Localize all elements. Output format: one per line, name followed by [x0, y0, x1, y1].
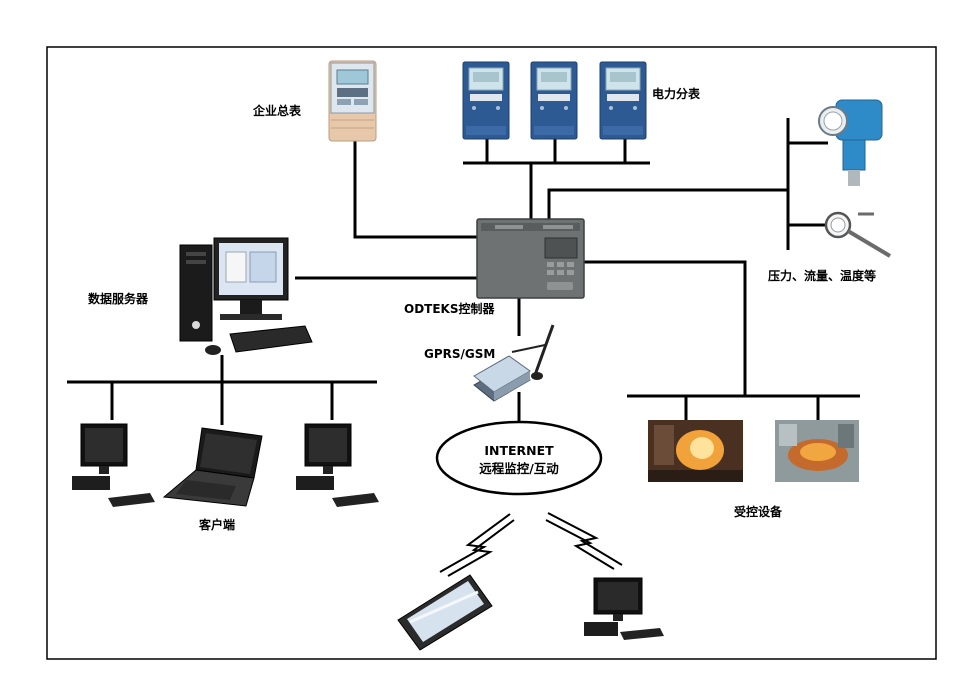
thermometer-icon [824, 211, 892, 258]
desktop-pc-icon [584, 577, 664, 640]
gprs-modem-icon [473, 324, 555, 402]
connection-lines [67, 118, 860, 425]
server-pc-icon [179, 237, 313, 355]
power-meter-icon [530, 61, 578, 140]
wireless-link-phone [439, 513, 511, 573]
internet-subtitle: 远程监控/互动 [479, 461, 559, 476]
controlled-devices-label: 受控设备 [734, 504, 783, 519]
controller-label: ODTEKS控制器 [404, 301, 495, 316]
power-meter-icon [462, 61, 510, 140]
meter-icon [328, 60, 377, 142]
wire-controlled-devices [584, 260, 747, 396]
gprs-label: GPRS/GSM [424, 347, 495, 361]
wireless-link-pc [547, 512, 623, 566]
wire-sensor-controller [547, 188, 788, 219]
controller-icon [476, 218, 585, 299]
power-meters-label: 电力分表 [652, 86, 701, 101]
furnace-icon [648, 420, 743, 482]
wireless-link-phone-inner [447, 519, 515, 577]
wireless-link-lines [439, 512, 623, 577]
desktop-pc-icon [296, 423, 379, 507]
data-server-label: 数据服务器 [88, 291, 149, 306]
sensors-label: 压力、流量、温度等 [768, 268, 876, 283]
wire-enterprise-meter [353, 140, 477, 239]
enterprise-meter-label: 企业总表 [252, 103, 302, 118]
internet-title: INTERNET [484, 443, 554, 458]
furnace-icon [775, 420, 859, 482]
smartphone-icon [397, 574, 493, 651]
wireless-link-pc-inner [545, 519, 615, 570]
internet-cloud [435, 420, 603, 496]
clients-label: 客户端 [198, 517, 235, 532]
pressure-transmitter-icon [818, 99, 883, 186]
laptop-icon [162, 427, 263, 507]
power-meter-icon [599, 61, 647, 140]
desktop-pc-icon [72, 423, 155, 507]
